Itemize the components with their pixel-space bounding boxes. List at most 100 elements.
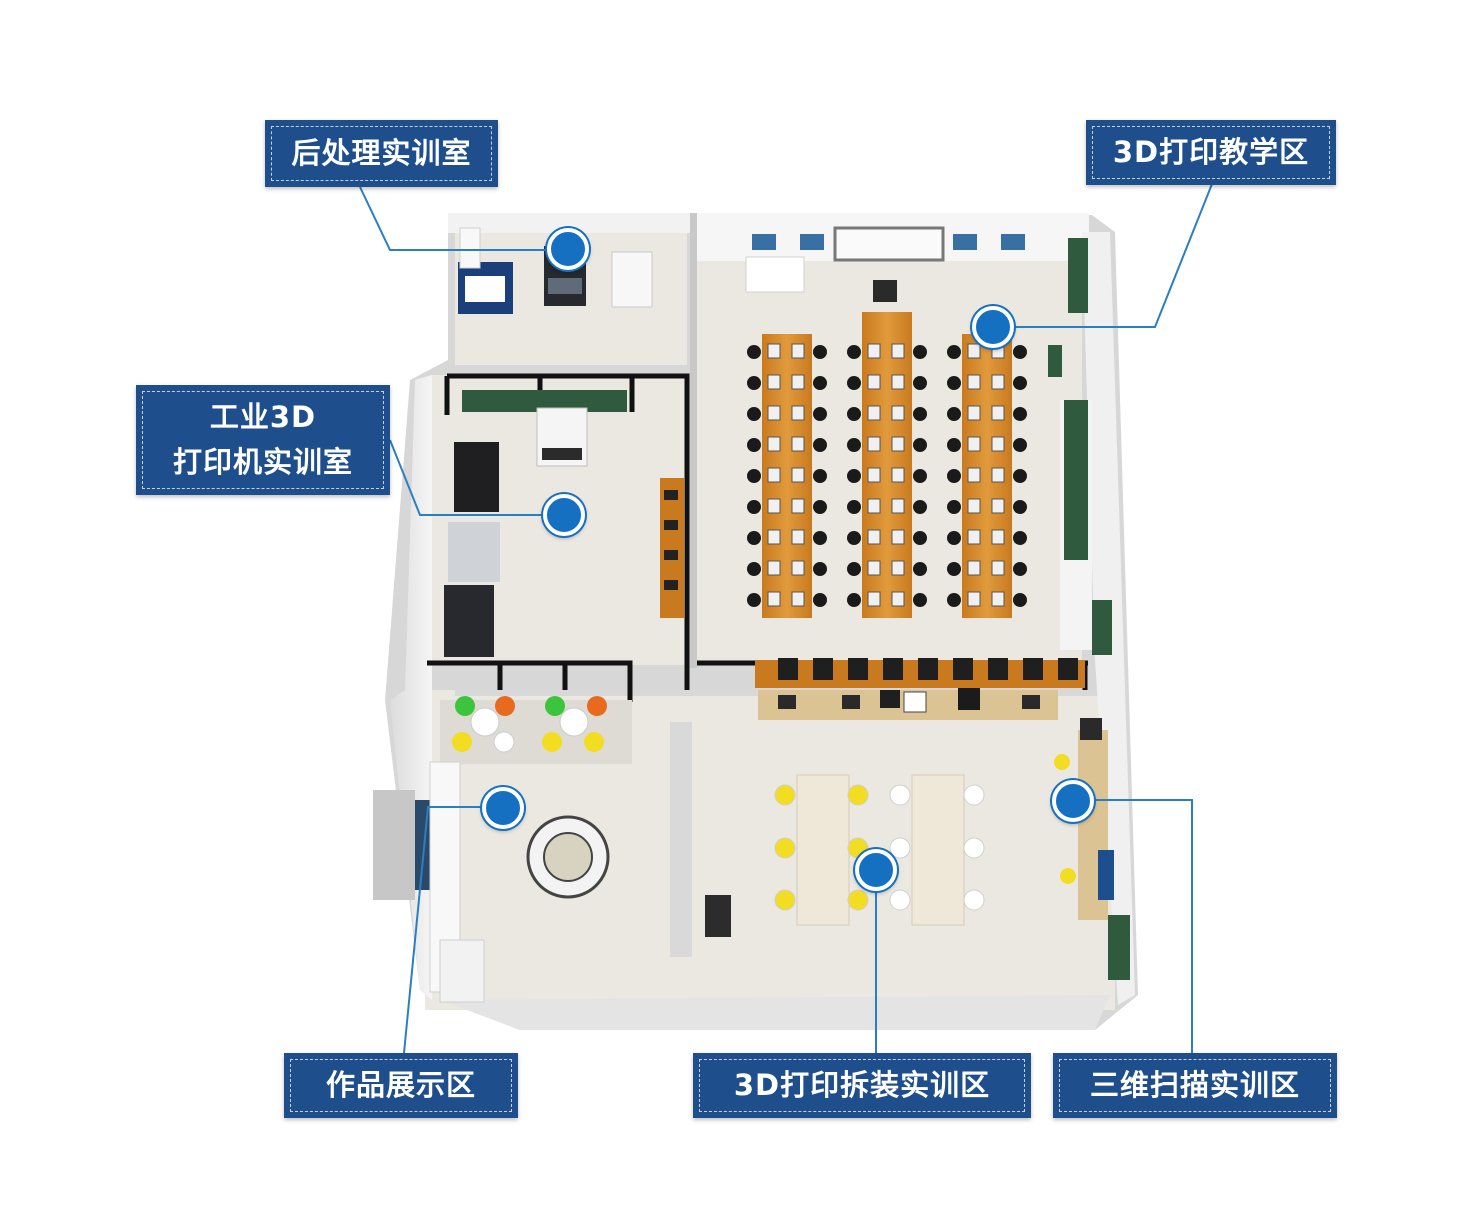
zone-label-assembly: 3D打印拆装实训区 [693,1053,1031,1118]
location-marker-icon[interactable] [547,228,589,270]
desktop-3d-printer [778,658,798,680]
desktop-3d-printer [953,658,973,680]
location-marker-icon[interactable] [543,494,585,536]
monitor [991,405,1005,421]
monitor [891,374,905,390]
chair [1013,531,1027,545]
chair [1013,345,1027,359]
chair [747,407,761,421]
monitor [967,560,981,576]
monitor [891,467,905,483]
location-marker-icon[interactable] [855,849,897,891]
desktop-3d-printer [813,658,833,680]
monitor [891,436,905,452]
desktop-3d-printer [988,658,1008,680]
chair [847,562,861,576]
monitor [991,560,1005,576]
zone-label-text: 三维扫描实训区 [1089,1068,1300,1103]
location-marker-icon[interactable] [972,306,1014,348]
zone-label-text-line2: 打印机实训室 [172,445,353,479]
monitor [891,405,905,421]
location-marker-icon[interactable] [1052,780,1094,822]
printer-shelf [755,658,1085,688]
chair [947,469,961,483]
chair [947,562,961,576]
monitor [767,467,781,483]
chair [947,345,961,359]
zone-label-text: 作品展示区 [325,1068,476,1103]
monitor [891,343,905,359]
assembly-chair [889,889,911,911]
monitor [967,374,981,390]
chair [813,376,827,390]
chair [913,469,927,483]
chair [747,376,761,390]
monitor [991,374,1005,390]
chair [1013,562,1027,576]
chair [913,376,927,390]
monitor [867,343,881,359]
chair [947,531,961,545]
zone-label-teaching: 3D打印教学区 [1086,120,1336,185]
chair [947,376,961,390]
monitor [967,343,981,359]
monitor [767,343,781,359]
leader-lines [359,183,1213,1054]
monitor [767,374,781,390]
chair [847,500,861,514]
assembly-benches [758,688,1058,720]
monitor [767,436,781,452]
zone-label-post-processing: 后处理实训室 [265,120,498,187]
monitor [867,498,881,514]
chair [813,531,827,545]
chair [747,438,761,452]
chair [747,345,761,359]
zone-label-text: 3D打印教学区 [1112,135,1310,170]
location-marker-icon[interactable] [482,787,524,829]
monitor [867,560,881,576]
showcase-furniture [373,722,731,1003]
zone-label-industrial: 工业3D 打印机实训室 [136,385,390,495]
monitor [967,591,981,607]
chair [1013,500,1027,514]
monitor [767,405,781,421]
desktop-3d-printer [1058,658,1078,680]
chair [847,345,861,359]
monitor [967,436,981,452]
chair [913,500,927,514]
chair [847,407,861,421]
desktop-3d-printer [883,658,903,680]
building-shell [385,213,1138,1030]
monitor [991,529,1005,545]
chair [847,531,861,545]
chair [747,469,761,483]
zone-label-showcase: 作品展示区 [284,1053,518,1118]
monitor [767,560,781,576]
monitor [891,498,905,514]
assembly-chair [963,837,985,859]
monitor [967,405,981,421]
monitor [991,436,1005,452]
monitor [867,591,881,607]
monitor [791,374,805,390]
chair [747,531,761,545]
chair [747,593,761,607]
desktop-3d-printer [918,658,938,680]
assembly-chair [889,784,911,806]
assembly-chair [847,784,869,806]
scanning-area [1054,718,1130,980]
industrial-printer-room [444,407,684,657]
blackboard-strip [462,390,627,412]
chair [1013,469,1027,483]
assembly-chair [774,837,796,859]
assembly-tables [774,774,985,926]
chair [847,593,861,607]
chair [813,407,827,421]
chair [847,469,861,483]
chair [947,593,961,607]
chair [913,345,927,359]
lounge-area [440,696,632,764]
monitor [991,591,1005,607]
